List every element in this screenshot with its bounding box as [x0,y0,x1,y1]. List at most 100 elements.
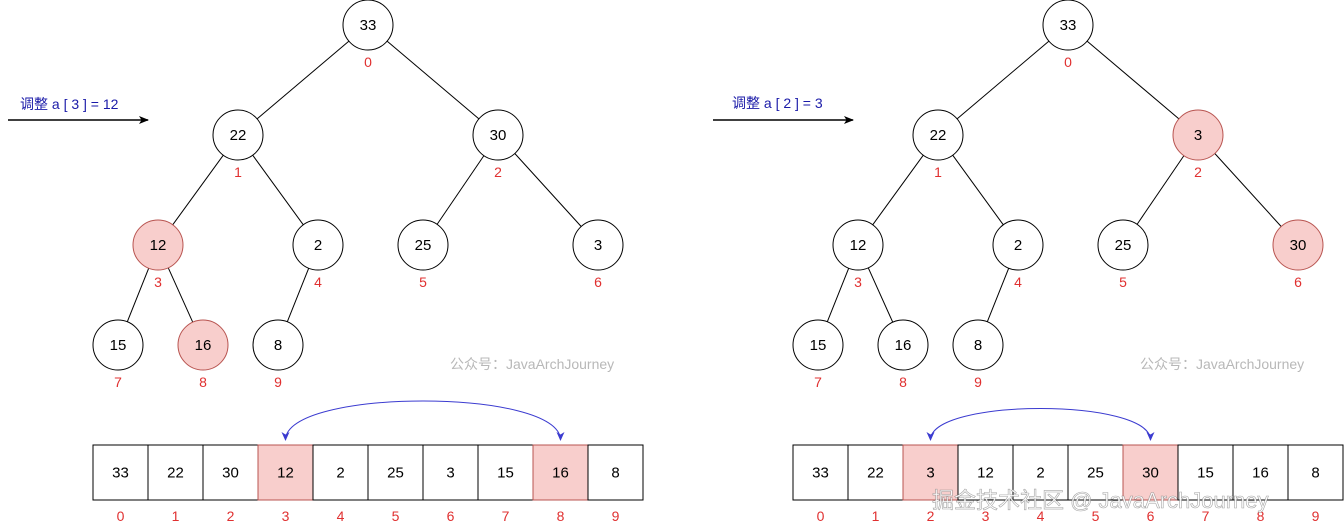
tree-edge [952,154,1004,226]
node-circle [877,319,929,371]
cell-value: 8 [611,465,619,482]
cell-index: 1 [872,508,880,524]
cell-value: 12 [277,465,294,482]
node-value: 15 [810,337,827,354]
array-cell: 12 3 [257,444,314,524]
cell-box [92,444,149,501]
cell-value: 22 [867,465,884,482]
node-index: 9 [274,374,282,390]
cell-value: 8 [1311,465,1319,482]
cell-index: 5 [392,508,400,524]
cell-value: 16 [552,465,569,482]
node-value: 3 [1194,127,1202,144]
cell-index: 0 [817,508,825,524]
cell-index: 4 [337,508,345,524]
tree-node: 24 [292,219,344,290]
node-index: 7 [114,374,122,390]
tree-node: 24 [992,219,1044,290]
node-index: 1 [234,164,242,180]
tree-node: 221 [912,109,964,180]
step-caption: 调整 a [ 3 ] = 12 [20,96,119,112]
cell-value: 15 [1197,465,1214,482]
node-index: 2 [494,164,502,180]
tree-node: 12 3 [832,219,884,290]
array-cell: 22 1 [847,444,904,524]
tree-edge [286,268,310,322]
tree-edge [826,268,850,322]
cell-index: 1 [172,508,180,524]
node-circle [342,0,394,51]
node-circle [177,319,229,371]
swap-arrow [281,400,565,441]
node-circle [472,109,524,161]
cell-value: 30 [1142,465,1159,482]
node-value: 12 [850,237,867,254]
node-index: 7 [814,374,822,390]
cell-index: 2 [227,508,235,524]
tree-edge [867,267,894,323]
node-value: 3 [594,237,602,254]
cell-index: 6 [1147,508,1155,524]
cell-box [477,444,534,501]
tree-node: 255 [397,219,449,290]
cell-value: 25 [387,465,404,482]
array-cell: 330 [792,444,849,524]
panel-left: 调整 a [ 3 ] = 12 330221302123242553615716… [8,0,644,524]
array-cell: 168 [1232,444,1289,524]
tree-edges [826,40,1282,323]
node-value: 16 [895,337,912,354]
tree-node: 330 [342,0,394,70]
array-cell: 16 8 [532,444,589,524]
node-index: 3 [854,274,862,290]
node-value: 15 [110,337,127,354]
node-circle [1042,0,1094,51]
tree-edge [986,268,1010,322]
cell-index: 5 [1092,508,1100,524]
array-cell: 123 [957,444,1014,524]
watermark-text: 公众号：JavaArchJourney [1140,356,1304,372]
swap-arc [926,408,1155,441]
node-index: 4 [1014,274,1022,290]
site-watermark: 掘金技术社区 @ JavaArchJourney [932,488,1269,513]
node-value: 33 [1060,17,1077,34]
cell-box [312,444,369,501]
node-circle [252,319,304,371]
cell-value: 16 [1252,465,1269,482]
tree-node: 306 [1272,219,1324,290]
tree-node: 32 [1172,109,1224,180]
tree-node: 15 7 [792,319,844,390]
array-cell: 25 5 [367,444,424,524]
cell-box [147,444,204,501]
array-cell: 89 [587,444,644,524]
cell-box [1067,444,1124,501]
tree-node: 33 0 [1042,0,1094,70]
cell-value: 30 [222,465,239,482]
array-cell: 330 [92,444,149,524]
node-value: 12 [150,237,167,254]
cell-index: 3 [282,508,290,524]
cell-box [1177,444,1234,501]
node-circle [92,319,144,371]
tree-edges [126,40,582,323]
node-circle [132,219,184,271]
array-cell: 24 [312,444,369,524]
tree-node: 36 [572,219,624,290]
cell-value: 2 [1036,465,1044,482]
cell-index: 9 [612,508,620,524]
cell-box [847,444,904,501]
node-value: 22 [930,127,947,144]
node-value: 30 [490,127,507,144]
node-index: 0 [1064,54,1072,70]
node-index: 4 [314,274,322,290]
tree-edge [872,154,924,226]
cell-index: 8 [557,508,565,524]
node-index: 6 [1294,274,1302,290]
tree-node: 89 [952,319,1004,390]
cell-value: 3 [446,465,454,482]
cell-box [367,444,424,501]
